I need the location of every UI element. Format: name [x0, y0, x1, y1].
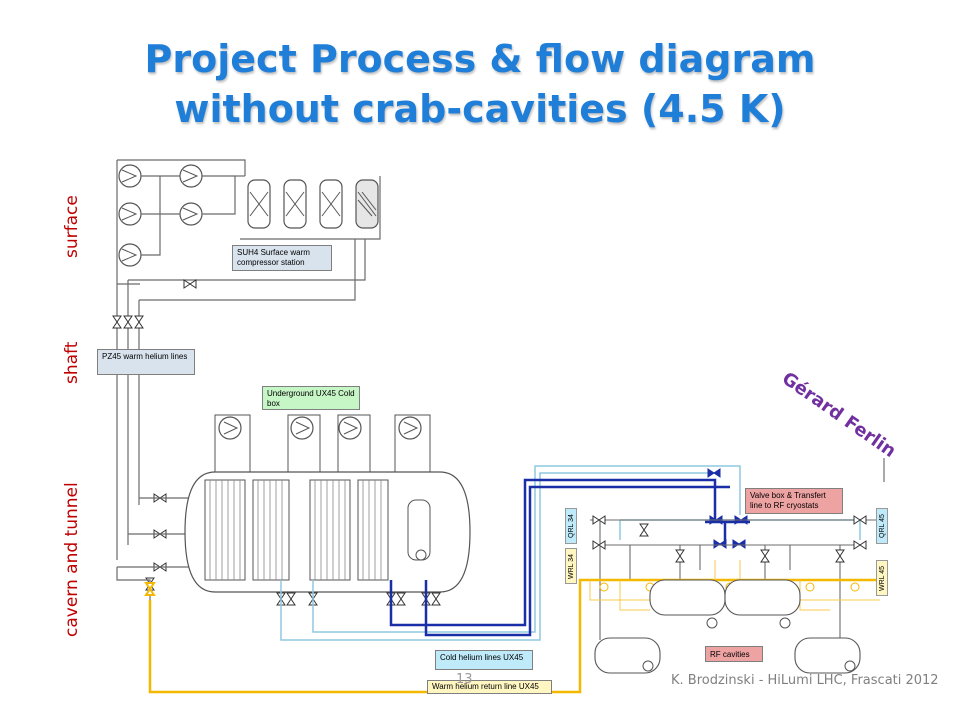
pz45-label-box: PZ45 warm helium lines: [97, 349, 195, 375]
wrl45-label: WRL 45: [876, 560, 888, 596]
compressor-2: [118, 202, 142, 226]
compressor-1: [118, 164, 142, 188]
valve-box-label: Valve box & Transfert line to RF cryosta…: [745, 488, 843, 514]
suh4-label-box: SUH4 Surface warm compressor station: [232, 245, 332, 271]
compressor-4: [179, 164, 203, 188]
cold-box: [184, 471, 471, 593]
title-line-1: Project Process & flow diagram: [144, 37, 816, 81]
adsorber-vessels: [247, 179, 379, 229]
ux45-cold-box-label: Underground UX45 Cold box: [262, 386, 360, 410]
page-number: 13: [456, 672, 473, 687]
qrl34-label: QRL 34: [565, 508, 577, 544]
title-line-2: without crab-cavities (4.5 K): [174, 87, 786, 131]
qrl45-label: QRL 45: [876, 508, 888, 544]
compressor-5: [179, 202, 203, 226]
slide-title: Project Process & flow diagram without c…: [0, 34, 960, 134]
compressor-3: [118, 243, 142, 267]
rf-cryostats: [594, 579, 861, 674]
wrl34-label: WRL 34: [565, 548, 577, 584]
rf-cavities-label: RF cavities: [705, 646, 763, 662]
cold-helium-lines-label: Cold helium lines UX45: [435, 650, 533, 670]
warm-return-line-label: Warm helium return line UX45: [427, 680, 552, 694]
footer-credit: K. Brodzinski - HiLumi LHC, Frascati 201…: [671, 673, 939, 688]
